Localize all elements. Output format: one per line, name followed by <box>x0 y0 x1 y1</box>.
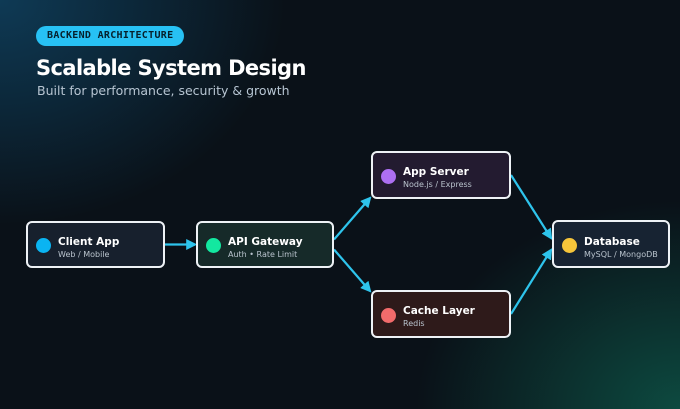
node-title: Cache Layer <box>403 305 475 317</box>
node-title: App Server <box>403 166 469 178</box>
node-subtitle: Node.js / Express <box>403 180 472 189</box>
node-app-server: App Server Node.js / Express <box>371 151 511 199</box>
node-title: Database <box>584 236 640 248</box>
connector-gateway-to-cache <box>333 248 372 293</box>
node-cache-layer: Cache Layer Redis <box>371 290 511 338</box>
node-subtitle: Redis <box>403 319 425 328</box>
node-title: Client App <box>58 236 120 248</box>
connector-appserver-to-database <box>510 174 553 240</box>
node-client-app: Client App Web / Mobile <box>26 221 165 268</box>
node-title: API Gateway <box>228 236 303 248</box>
app-server-dot-icon <box>381 169 396 184</box>
node-database: Database MySQL / MongoDB <box>552 220 670 268</box>
client-app-dot-icon <box>36 238 51 253</box>
page-subtitle: Built for performance, security & growth <box>37 83 290 98</box>
database-dot-icon <box>562 238 577 253</box>
node-subtitle: MySQL / MongoDB <box>584 250 658 259</box>
connector-cache-to-database <box>510 248 553 315</box>
node-subtitle: Web / Mobile <box>58 250 110 259</box>
cache-layer-dot-icon <box>381 308 396 323</box>
page-title: Scalable System Design <box>36 56 306 80</box>
api-gateway-dot-icon <box>206 238 221 253</box>
node-api-gateway: API Gateway Auth • Rate Limit <box>196 221 334 268</box>
section-badge: BACKEND ARCHITECTURE <box>36 26 185 46</box>
connector-gateway-to-appserver <box>333 196 372 241</box>
node-subtitle: Auth • Rate Limit <box>228 250 298 259</box>
